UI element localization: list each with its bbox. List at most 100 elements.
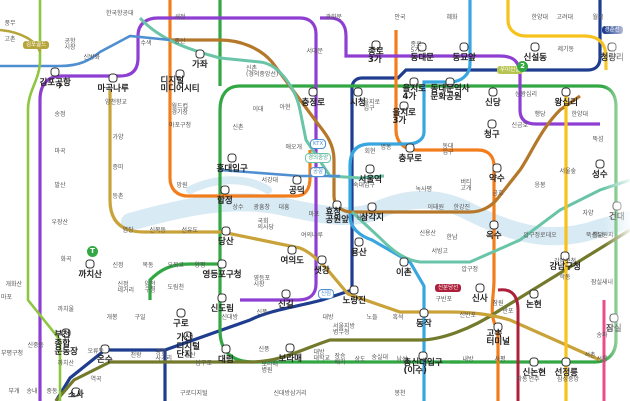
interchange-marker-hyochang[interactable] <box>332 200 342 210</box>
interchange-marker-sinseol[interactable] <box>530 42 540 52</box>
train-service-button[interactable]: KTX <box>310 139 327 149</box>
interchange-marker-kkachisan[interactable] <box>85 259 95 269</box>
station-chungmuro[interactable]: 충무로 <box>398 153 422 164</box>
station-express-bus[interactable]: 고속 터미널 <box>486 328 510 347</box>
train-service-button[interactable]: 공항 <box>310 167 327 177</box>
interchange-marker-daerim[interactable] <box>221 344 231 354</box>
interchange-marker-gajwa[interactable] <box>195 49 205 59</box>
interchange-marker-hongdae[interactable] <box>227 153 237 163</box>
station-dangsan[interactable]: 당산 <box>218 236 234 247</box>
interchange-marker-hapjeong[interactable] <box>220 185 230 195</box>
interchange-marker-magongnaru[interactable] <box>108 73 118 83</box>
interchange-marker-dongjak[interactable] <box>419 308 429 318</box>
interchange-marker-onsu[interactable] <box>100 344 110 354</box>
interchange-marker-singil[interactable] <box>281 289 291 299</box>
station-seoul[interactable]: 서울역 <box>358 174 382 185</box>
station-yongsan[interactable]: 용산 <box>351 247 367 258</box>
interchange-marker-gangnamgu[interactable] <box>560 251 570 261</box>
station-sindang[interactable]: 신당 <box>485 97 501 108</box>
interchange-marker-gongdeok[interactable] <box>292 175 302 185</box>
station-nonhyeon[interactable]: 논현 <box>526 299 542 310</box>
interchange-marker-ichon[interactable] <box>399 257 409 267</box>
train-service-button[interactable]: 신림 <box>318 289 335 299</box>
station-euljiro4ga[interactable]: 을지로 4가 <box>402 83 426 102</box>
interchange-marker-sinsa[interactable] <box>475 283 485 293</box>
station-sinnonhyeon[interactable]: 신논현 <box>522 367 546 378</box>
station-dmc[interactable]: 디지털 미디어시티 <box>160 75 200 94</box>
interchange-marker-noryangjin[interactable] <box>349 285 359 295</box>
station-ddp[interactable]: 동대문역사 문화공원 <box>430 83 470 102</box>
interchange-marker-sinnonhyeon[interactable] <box>529 357 539 367</box>
station-oksu[interactable]: 옥수 <box>486 230 502 241</box>
station-gongdeok[interactable]: 공덕 <box>289 185 305 196</box>
station-sosa[interactable]: 소사 <box>68 390 84 400</box>
interchange-marker-oksu[interactable] <box>489 220 499 230</box>
station-hyochang[interactable]: 효창 공원앞 <box>325 206 349 225</box>
station-daerim[interactable]: 대림 <box>218 354 234 365</box>
interchange-marker-seongsu[interactable] <box>595 159 605 169</box>
station-saetgang[interactable]: 샛강 <box>314 265 330 276</box>
interchange-marker-saetgang[interactable] <box>317 255 327 265</box>
interchange-marker-chungmuro[interactable] <box>405 143 415 153</box>
train-service-button[interactable]: 경의중앙 <box>305 153 332 163</box>
station-singil[interactable]: 신길 <box>278 299 294 310</box>
interchange-marker-dongmyo[interactable] <box>459 42 469 52</box>
interchange-marker-euljiro3ga[interactable] <box>399 101 409 111</box>
station-dongmyo[interactable]: 동묘앞 <box>452 52 476 63</box>
station-sicheong[interactable]: 시청 <box>350 97 366 108</box>
interchange-marker-gimpo-airport[interactable] <box>50 67 60 77</box>
station-guro[interactable]: 구로 <box>173 318 189 329</box>
interchange-marker-seoul[interactable] <box>365 164 375 174</box>
interchange-marker-jongno3ga[interactable] <box>371 40 381 50</box>
station-boramae[interactable]: 보라매 <box>278 353 302 364</box>
interchange-marker-seonjeongneung[interactable] <box>561 357 571 367</box>
interchange-marker-yaksu[interactable] <box>492 163 502 173</box>
station-gajwa[interactable]: 가좌 <box>192 59 208 70</box>
station-onsu[interactable]: 온수 <box>97 354 113 365</box>
station-gangnamgu[interactable]: 강남구청 <box>549 261 581 272</box>
station-sinseol[interactable]: 신설동 <box>523 52 547 63</box>
interchange-marker-cheonggu[interactable] <box>487 119 497 129</box>
station-yeongdeungpo-gu[interactable]: 영등포구청 <box>202 269 242 280</box>
station-ichon[interactable]: 이촌 <box>396 267 412 278</box>
station-kkachisan[interactable]: 까치산 <box>78 269 102 280</box>
station-seongsu[interactable]: 성수 <box>592 169 608 180</box>
interchange-marker-wangsimni[interactable] <box>561 87 571 97</box>
station-chungjeongno[interactable]: 충정로 <box>301 97 325 108</box>
station-yeouido[interactable]: 여의도 <box>280 255 304 266</box>
station-jongno3ga[interactable]: 종로 3가 <box>368 46 384 65</box>
interchange-marker-boramae[interactable] <box>285 343 295 353</box>
interchange-marker-yongsan[interactable] <box>354 237 364 247</box>
station-yaksu[interactable]: 약수 <box>489 173 505 184</box>
interchange-marker-express-bus[interactable] <box>493 322 503 332</box>
interchange-marker-chongshin[interactable] <box>418 351 428 361</box>
interchange-marker-ddp[interactable] <box>445 77 455 87</box>
interchange-marker-samgakji[interactable] <box>367 202 377 212</box>
station-magongnaru[interactable]: 마곡나루 <box>97 83 129 94</box>
station-hongdae[interactable]: 홍대입구 <box>216 163 248 174</box>
station-noryangjin[interactable]: 노량진 <box>342 295 366 306</box>
interchange-marker-gasan[interactable] <box>183 331 193 341</box>
station-cheonggu[interactable]: 청구 <box>484 129 500 140</box>
interchange-marker-chungjeongno[interactable] <box>308 87 318 97</box>
interchange-marker-yeouido[interactable] <box>287 245 297 255</box>
station-sinsa[interactable]: 신사 <box>472 293 488 304</box>
station-euljiro3ga[interactable]: 을지로 3가 <box>392 107 416 126</box>
interchange-marker-sosa[interactable] <box>71 387 81 397</box>
station-gimpo-airport[interactable]: 김포공항 <box>39 77 71 88</box>
station-hapjeong[interactable]: 합정 <box>217 195 233 206</box>
interchange-marker-sicheong[interactable] <box>353 87 363 97</box>
station-chongshin[interactable]: 총신대입구 (이수) <box>403 357 443 376</box>
station-dongdaemun[interactable]: 동대문 <box>410 52 434 63</box>
station-dongjak[interactable]: 동작 <box>416 318 432 329</box>
station-wangsimni[interactable]: 왕십리 <box>554 97 578 108</box>
interchange-marker-dangsan[interactable] <box>221 226 231 236</box>
station-sindorim[interactable]: 신도림 <box>210 303 234 314</box>
interchange-marker-nonhyeon[interactable] <box>529 289 539 299</box>
station-bucheon[interactable]: 부천 종합 운동장 <box>54 330 78 357</box>
interchange-marker-sindorim[interactable] <box>217 293 227 303</box>
interchange-marker-euljiro4ga[interactable] <box>409 77 419 87</box>
interchange-marker-bucheon[interactable] <box>61 328 71 338</box>
interchange-marker-guro[interactable] <box>176 308 186 318</box>
